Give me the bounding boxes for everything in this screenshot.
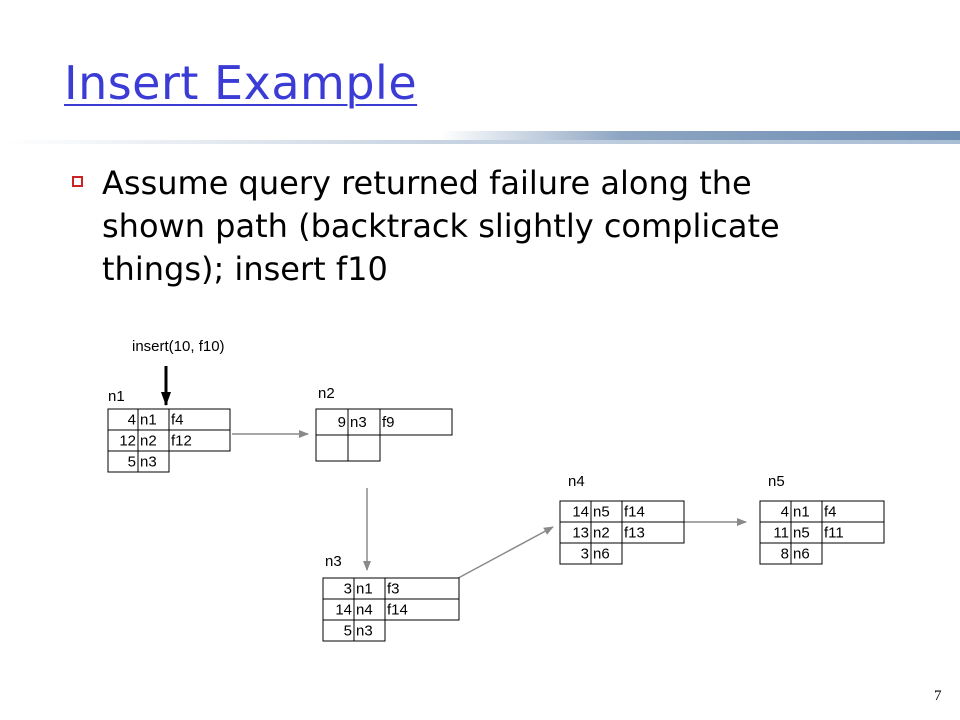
cell-value: f12	[171, 433, 192, 450]
cell-value: 4	[128, 412, 136, 429]
node-label-n4: n4	[568, 473, 585, 490]
cell-value: f4	[171, 412, 184, 429]
slide-title: Insert Example	[64, 56, 418, 110]
cell-value: 12	[119, 433, 136, 450]
table-cell	[353, 619, 386, 642]
cell-value: n5	[593, 504, 610, 521]
bullet-square-icon	[72, 176, 83, 187]
cell-value: f13	[624, 525, 645, 542]
cell-value: 3	[581, 546, 589, 563]
cell-value: n3	[140, 454, 157, 471]
bullet-text: Assume query returned failure along the …	[102, 164, 780, 288]
table-cell	[347, 434, 381, 462]
cell-value: 3	[344, 581, 352, 598]
cell-value: 9	[338, 414, 346, 431]
cell-value: 5	[128, 454, 136, 471]
cell-value: f14	[624, 504, 645, 521]
cell-value: n6	[593, 546, 610, 563]
title-divider	[440, 131, 960, 140]
table-cell	[347, 408, 381, 436]
title-divider-light	[0, 140, 960, 144]
cell-value: 5	[344, 623, 352, 640]
cell-value: n6	[793, 546, 810, 563]
node-label-n3: n3	[325, 553, 342, 570]
cell-value: f9	[382, 414, 395, 431]
table-cell	[821, 521, 885, 544]
table-cell	[315, 434, 349, 462]
cell-value: 14	[335, 602, 352, 619]
table-cell	[379, 408, 453, 436]
cell-value: f11	[824, 525, 844, 542]
cell-value: n1	[793, 504, 810, 521]
table-cell	[315, 408, 349, 436]
table-cell	[168, 429, 231, 452]
cell-value: n2	[593, 525, 610, 542]
cell-value: f4	[824, 504, 837, 521]
cell-value: f3	[387, 581, 400, 598]
node-label-n5: n5	[768, 473, 785, 490]
node-label-n2: n2	[318, 385, 335, 402]
cell-value: n4	[356, 602, 373, 619]
cell-value: n1	[140, 412, 157, 429]
cell-value: n2	[140, 433, 157, 450]
cell-value: n3	[356, 623, 373, 640]
table-cell	[137, 450, 170, 473]
node-label-n1: n1	[108, 388, 125, 405]
cell-value: 4	[781, 504, 789, 521]
cell-value: n3	[350, 414, 367, 431]
cell-value: 8	[781, 546, 789, 563]
cell-value: 13	[572, 525, 589, 542]
cell-value: f14	[387, 602, 408, 619]
table-cell	[590, 542, 623, 565]
insert-label: insert(10, f10)	[132, 338, 225, 355]
cell-value: n1	[356, 581, 373, 598]
cell-value: 14	[572, 504, 589, 521]
page-number: 7	[934, 688, 942, 704]
table-cell	[384, 598, 460, 621]
table-cell	[621, 521, 685, 544]
table-cell	[790, 542, 823, 565]
cell-value: n5	[793, 525, 810, 542]
cell-value: 11	[773, 525, 789, 542]
